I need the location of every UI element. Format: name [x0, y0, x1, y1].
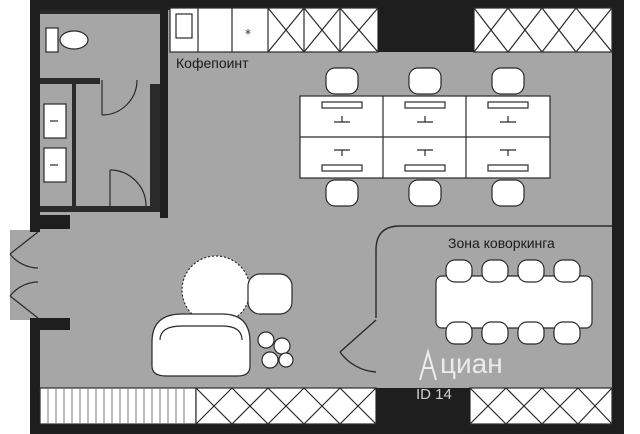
storage-dark-block [376, 388, 470, 424]
toilet [45, 27, 89, 53]
desk-cluster [299, 95, 551, 179]
desk-chairs [325, 67, 525, 207]
watermark-logo-icon [419, 348, 437, 381]
storage-stripes [47, 388, 185, 424]
coworking-table [435, 259, 593, 345]
coworking-partition [339, 225, 612, 373]
kitchen-cabinet-crosses [267, 7, 379, 53]
bottom-storage [39, 387, 613, 425]
room-label-coffee-point: Кофепоинт [176, 55, 249, 71]
top-storage [473, 7, 613, 53]
sinks [43, 103, 67, 183]
room-label-coworking: Зона коворкинга [448, 235, 555, 251]
counter-dark-end [378, 8, 474, 52]
lounge-area [151, 255, 294, 377]
desk-accessories [321, 101, 529, 172]
watermark-id: ID 14 [416, 386, 452, 403]
outer-walls [30, 0, 624, 434]
plant-icon [257, 331, 294, 369]
bathroom-walls [40, 10, 160, 212]
svg-text:*: * [245, 27, 251, 41]
entrance-door [9, 231, 39, 319]
main-floor [10, 8, 620, 426]
kitchen-counter: * [169, 7, 379, 53]
bathroom-doors [101, 79, 147, 207]
watermark-brand: циан [440, 348, 503, 379]
